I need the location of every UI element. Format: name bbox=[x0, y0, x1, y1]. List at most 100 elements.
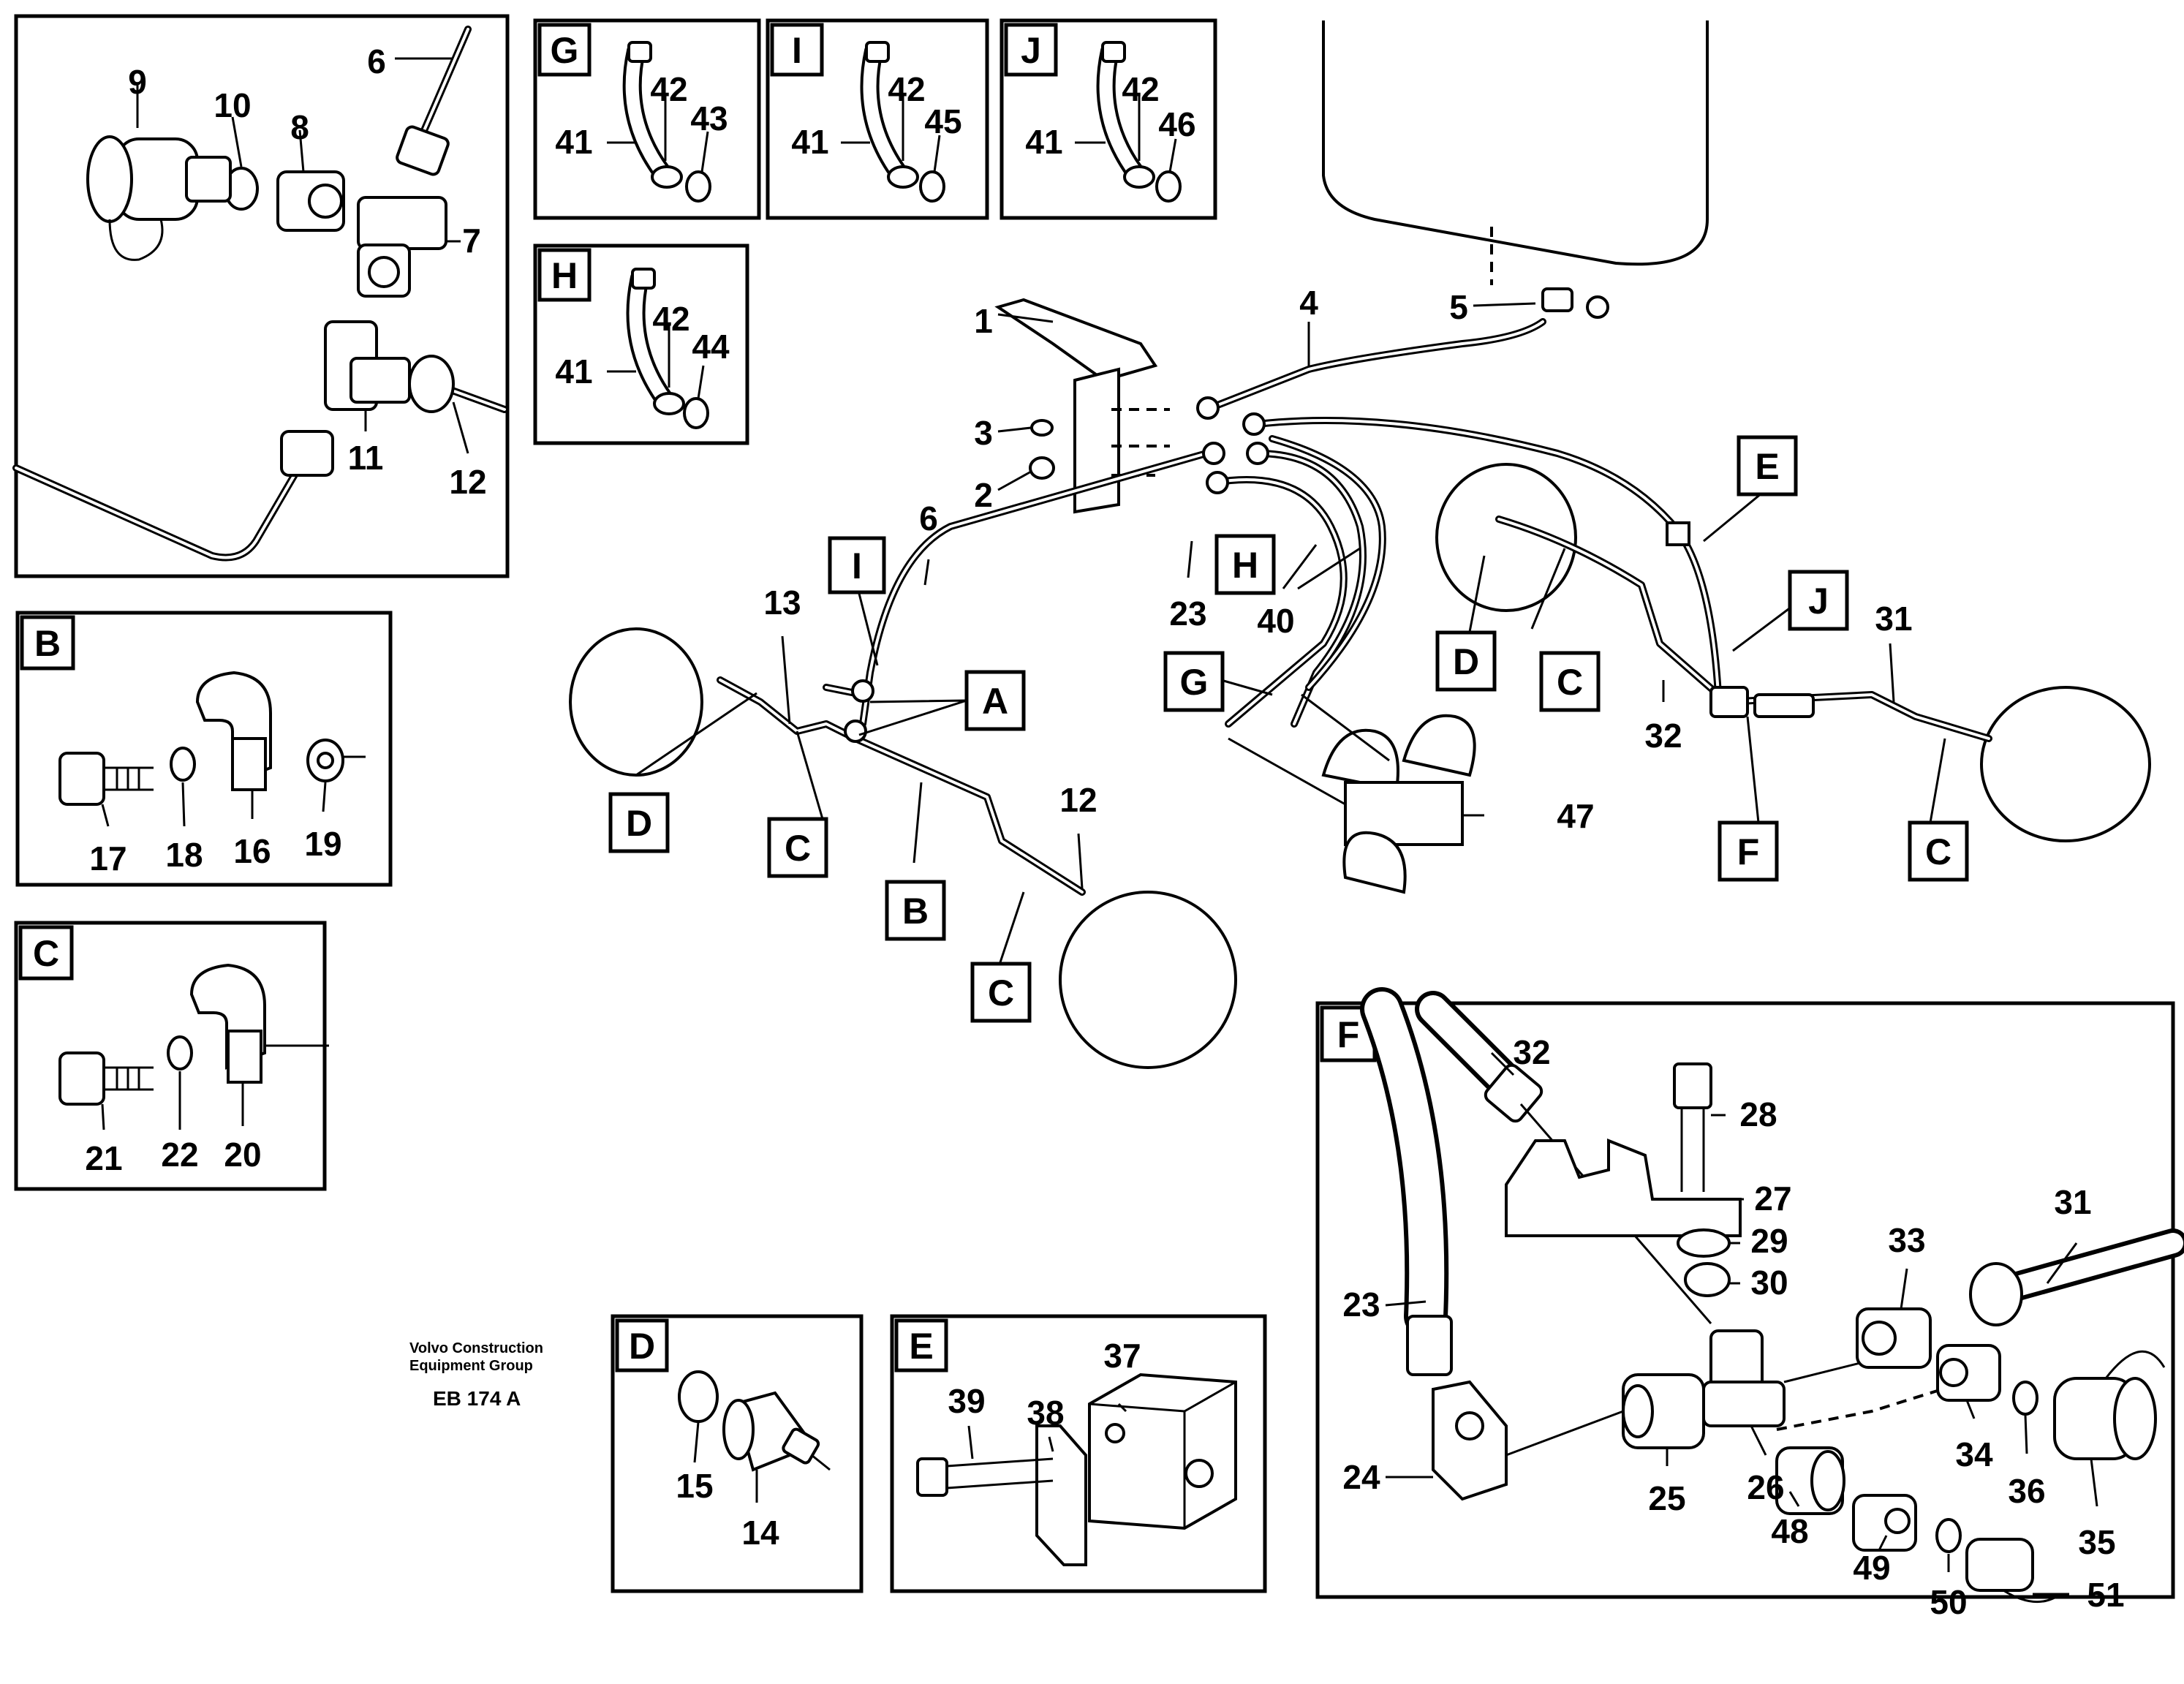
part-label-40: 40 bbox=[1257, 602, 1294, 640]
part-label-21: 21 bbox=[85, 1139, 122, 1177]
part-label-41-h: 41 bbox=[555, 352, 592, 390]
part-label-6-main: 6 bbox=[919, 499, 938, 537]
tag-letter-h: H bbox=[1232, 545, 1258, 586]
tag-letter-i: I bbox=[852, 545, 862, 586]
part-label-6: 6 bbox=[367, 42, 386, 80]
credit-line-1: Volvo Construction bbox=[409, 1340, 543, 1356]
part-label-31: 31 bbox=[2054, 1183, 2091, 1221]
drawing-code: EB 174 A bbox=[433, 1387, 521, 1410]
part-label-5: 5 bbox=[1449, 288, 1468, 326]
part-label-27: 27 bbox=[1754, 1179, 1791, 1217]
part-label-38: 38 bbox=[1027, 1394, 1064, 1432]
part-label-45: 45 bbox=[924, 102, 961, 140]
part-label-7: 7 bbox=[462, 222, 481, 260]
tag-letter-e: E bbox=[1755, 446, 1779, 487]
tag-letter-j: J bbox=[1808, 581, 1829, 622]
detail-box-h: H 41 42 44 bbox=[533, 243, 749, 445]
part-label-32-main: 32 bbox=[1644, 717, 1682, 755]
part-label-36: 36 bbox=[2008, 1472, 2045, 1510]
detail-box-c: C 21 22 20 bbox=[14, 921, 329, 1191]
detail-letter-h: H bbox=[551, 255, 578, 296]
part-label-42-i: 42 bbox=[888, 70, 925, 108]
part-label-50: 50 bbox=[1930, 1583, 1967, 1621]
part-label-33: 33 bbox=[1888, 1221, 1925, 1259]
tag-letter-c-3: C bbox=[988, 973, 1014, 1013]
detail-box-f: F bbox=[1315, 987, 2184, 1604]
part-label-9: 9 bbox=[128, 63, 147, 101]
detail-letter-b: B bbox=[34, 623, 61, 664]
part-label-30: 30 bbox=[1750, 1264, 1788, 1302]
detail-letter-i: I bbox=[792, 30, 802, 71]
tag-letter-d-right: D bbox=[1453, 641, 1479, 682]
detail-letter-c: C bbox=[33, 933, 59, 974]
detail-box-e: E 39 38 37 bbox=[890, 1314, 1267, 1593]
part-label-48: 48 bbox=[1771, 1512, 1808, 1550]
part-label-43: 43 bbox=[690, 99, 728, 137]
detail-letter-e: E bbox=[909, 1326, 933, 1367]
tag-letter-d-left: D bbox=[626, 803, 652, 844]
part-label-13: 13 bbox=[763, 584, 801, 622]
part-label-24: 24 bbox=[1342, 1458, 1380, 1496]
detail-box-d: D 15 14 bbox=[611, 1314, 864, 1593]
part-label-42-j: 42 bbox=[1122, 70, 1159, 108]
part-label-1: 1 bbox=[974, 302, 993, 340]
detail-top-left: 9 10 8 6 7 11 12 bbox=[12, 14, 510, 578]
part-label-17: 17 bbox=[89, 839, 126, 877]
part-label-32: 32 bbox=[1513, 1033, 1550, 1071]
part-label-12: 12 bbox=[449, 463, 486, 501]
main-tags: I A E J H G D D C C B C F C bbox=[608, 435, 1969, 1023]
part-label-42-h: 42 bbox=[652, 300, 689, 338]
detail-letter-d: D bbox=[629, 1326, 655, 1367]
part-label-10: 10 bbox=[214, 86, 251, 124]
detail-box-i: I 41 42 45 bbox=[766, 18, 989, 220]
part-label-20: 20 bbox=[224, 1136, 261, 1174]
main-assembly bbox=[569, 20, 2151, 1069]
tag-letter-c-2: C bbox=[1557, 662, 1583, 703]
part-label-41-j: 41 bbox=[1025, 123, 1062, 161]
part-label-2: 2 bbox=[974, 476, 993, 514]
part-label-37: 37 bbox=[1103, 1337, 1141, 1375]
part-label-11: 11 bbox=[348, 439, 384, 477]
part-label-18: 18 bbox=[165, 836, 203, 874]
tag-letter-c-4: C bbox=[1925, 831, 1951, 872]
part-label-14: 14 bbox=[741, 1514, 779, 1552]
part-label-23-main: 23 bbox=[1169, 594, 1206, 633]
part-label-16: 16 bbox=[233, 832, 271, 870]
part-label-42-g: 42 bbox=[650, 70, 687, 108]
part-label-12-main: 12 bbox=[1059, 781, 1097, 819]
part-label-15: 15 bbox=[676, 1467, 713, 1505]
part-label-28: 28 bbox=[1739, 1095, 1777, 1133]
detail-letter-g: G bbox=[551, 30, 579, 71]
tag-letter-b: B bbox=[902, 891, 929, 932]
part-label-35: 35 bbox=[2078, 1523, 2115, 1561]
part-label-23: 23 bbox=[1342, 1285, 1380, 1324]
part-label-39: 39 bbox=[948, 1382, 985, 1420]
part-label-25: 25 bbox=[1648, 1479, 1685, 1517]
part-label-34: 34 bbox=[1955, 1435, 1993, 1473]
tag-letter-g: G bbox=[1180, 662, 1209, 703]
part-label-29: 29 bbox=[1750, 1222, 1788, 1260]
detail-box-g: G 41 42 43 bbox=[533, 18, 761, 220]
part-label-46: 46 bbox=[1158, 105, 1195, 143]
part-label-51: 51 bbox=[2087, 1576, 2124, 1614]
part-label-3: 3 bbox=[974, 414, 993, 452]
part-label-22: 22 bbox=[161, 1136, 198, 1174]
tag-letter-c-1: C bbox=[785, 828, 811, 869]
tag-letter-f: F bbox=[1737, 831, 1760, 872]
part-label-19: 19 bbox=[304, 825, 341, 863]
detail-box-j: J 41 42 46 bbox=[1000, 18, 1217, 220]
part-label-4: 4 bbox=[1299, 284, 1318, 322]
tag-letter-a: A bbox=[982, 681, 1008, 722]
detail-letter-j: J bbox=[1021, 30, 1041, 71]
part-label-44: 44 bbox=[692, 328, 730, 366]
part-label-49: 49 bbox=[1853, 1549, 1890, 1587]
part-label-8: 8 bbox=[290, 108, 309, 146]
detail-letter-f: F bbox=[1337, 1014, 1360, 1055]
credit-line-2: Equipment Group bbox=[409, 1358, 533, 1374]
part-label-41-i: 41 bbox=[791, 123, 828, 161]
part-label-41-g: 41 bbox=[555, 123, 592, 161]
main-leaders bbox=[781, 302, 1895, 889]
part-label-31-main: 31 bbox=[1875, 600, 1912, 638]
detail-box-b: B 17 18 16 19 bbox=[15, 611, 393, 887]
